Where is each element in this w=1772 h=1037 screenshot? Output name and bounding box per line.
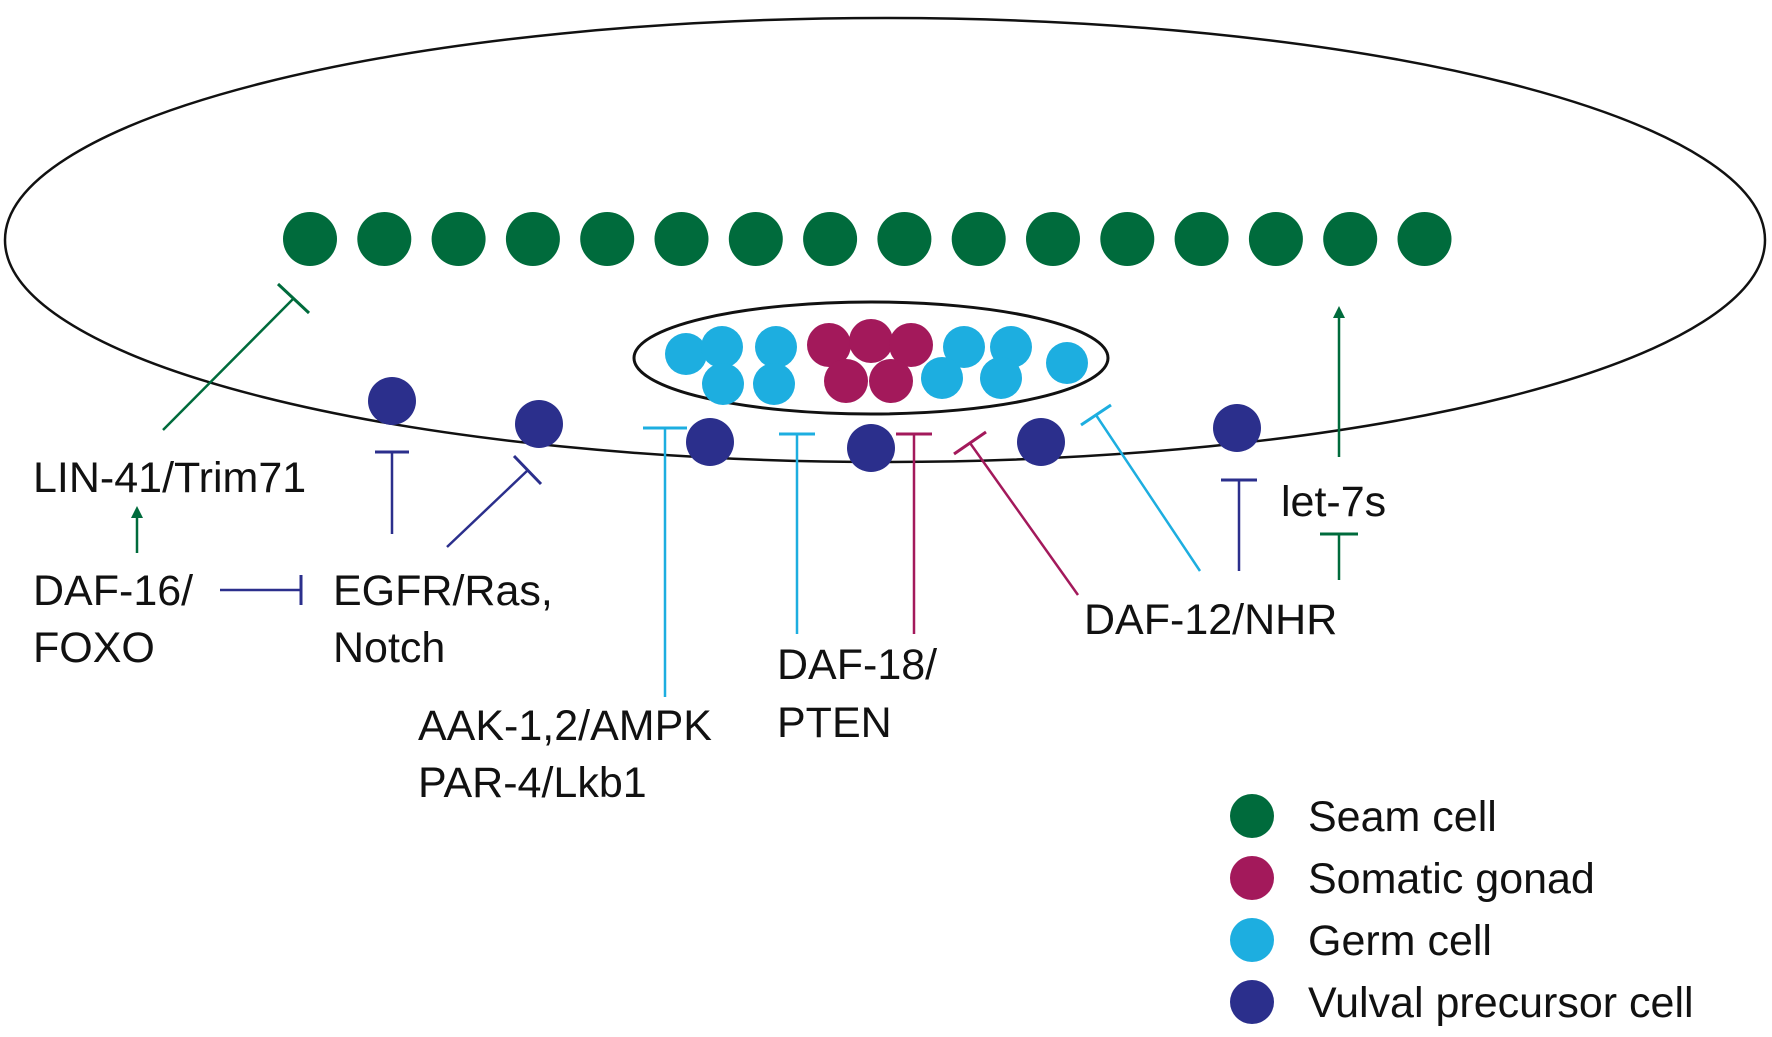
seam-cell [1174,212,1229,266]
germ-cell [921,357,963,399]
label-egfr-line1: EGFR/Ras, [333,567,553,615]
edge-daf12-inhibits-germ-bar [1080,403,1112,427]
label-aak-line1: AAK-1,2/AMPK [418,702,712,750]
germ-cell [702,363,744,405]
label-daf18-line1: DAF-18/ [777,641,937,689]
regulatory-edges [131,282,1358,697]
edge-egfr-inhibits-vpc-2 [446,469,529,548]
label-let7: let-7s [1281,478,1386,526]
vulval-precursor-cell [368,377,416,425]
gonad-outline [632,300,1110,416]
label-egfr-line2: Notch [333,624,445,672]
germ-cell [755,326,797,368]
germ-cell [701,326,743,368]
somatic-gonad-cell [807,323,851,367]
vulval-precursor-cell [515,400,563,448]
seam-cell [283,212,337,266]
seam-cell [803,212,858,266]
legend-label-gonad: Somatic gonad [1308,855,1595,903]
seam-cell [1397,212,1452,266]
vulval-precursor-cell [847,424,895,472]
edge-daf12-inhibits-gonad [968,442,1080,596]
seam-cell [1100,212,1155,266]
edge-daf12-inhibits-gonad-bar [953,430,987,456]
germ-cell [753,363,795,405]
gonad-cell-cluster [665,319,1088,405]
somatic-gonad-cell [824,359,868,403]
label-lin41: LIN-41/Trim71 [33,454,306,502]
label-daf12: DAF-12/NHR [1084,596,1337,644]
vulval-precursor-cell [1213,404,1261,452]
label-daf16-line2: FOXO [33,624,155,672]
label-daf16-line1: DAF-16/ [33,567,193,615]
seam-cell-row [283,212,1452,266]
label-daf18-line2: PTEN [777,699,892,747]
legend-label-vulval: Vulval precursor cell [1308,979,1694,1027]
edge-lin41-inhibits-seam [162,297,295,431]
edge-lin41-inhibits-seam-bar [276,282,311,315]
seam-cell [1248,212,1303,266]
seam-cell [654,212,709,266]
seam-cell [728,212,783,266]
somatic-gonad-cell [849,319,893,363]
vulval-precursor-cells [368,377,1261,472]
somatic-gonad-cell [889,323,933,367]
germ-cell [943,326,985,368]
seam-cell [951,212,1006,266]
legend-label-seam: Seam cell [1308,793,1497,841]
legend-swatch-seam [1230,794,1274,838]
seam-cell [580,212,635,266]
legend-swatch-germ [1230,918,1274,962]
seam-cell [1323,212,1378,266]
germ-cell [1046,342,1088,384]
germ-cell [665,333,707,375]
seam-cell [505,212,560,266]
pathway-labels: LIN-41/Trim71 DAF-16/ FOXO EGFR/Ras, Not… [33,454,1386,807]
legend-swatch-vulval [1230,980,1274,1024]
edge-daf12-inhibits-germ [1094,414,1202,572]
legend-swatch-gonad [1230,856,1274,900]
edge-egfr-inhibits-vpc-2-bar [512,454,543,486]
vulval-precursor-cell [1017,418,1065,466]
seam-cell [431,212,486,266]
seam-cell [357,212,412,266]
seam-cell [877,212,932,266]
label-aak-line2: PAR-4/Lkb1 [418,759,647,807]
somatic-gonad-cell [869,359,913,403]
germ-cell [980,357,1022,399]
seam-cell [1026,212,1080,266]
vulval-precursor-cell [686,418,734,466]
legend-label-germ: Germ cell [1308,917,1492,965]
